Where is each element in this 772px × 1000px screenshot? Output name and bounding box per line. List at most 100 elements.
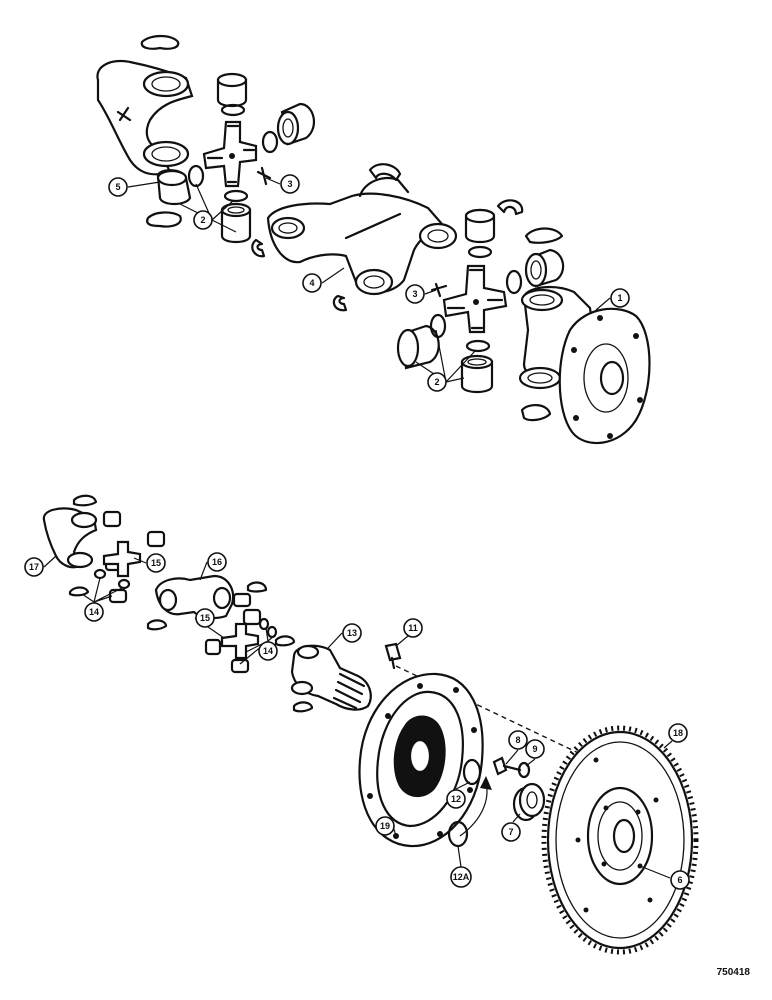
callout-12A: 12A xyxy=(450,866,472,888)
callout-14: 14 xyxy=(258,641,278,661)
bearing-cup xyxy=(524,248,565,288)
snap-ring xyxy=(520,404,552,422)
callout-circle xyxy=(207,552,227,572)
bolt-part-8 xyxy=(492,756,522,776)
snap-ring xyxy=(146,211,182,228)
callout-circle xyxy=(405,284,425,304)
callout-circle xyxy=(446,789,466,809)
washer-part-9 xyxy=(517,761,531,779)
callout-number: 2 xyxy=(200,215,205,225)
flange-yoke-part-1 xyxy=(518,286,651,445)
callout-number: 6 xyxy=(677,875,682,885)
bearing-cup xyxy=(230,658,250,674)
o-ring xyxy=(220,103,246,117)
callout-number: 12 xyxy=(451,794,461,804)
callout-number: 5 xyxy=(115,182,120,192)
snap-ring xyxy=(72,494,98,507)
grease-fitting xyxy=(430,282,448,298)
callout-15: 15 xyxy=(195,608,215,628)
cross-spider xyxy=(102,540,142,578)
callout-circle xyxy=(108,177,128,197)
callout-number: 11 xyxy=(408,623,418,633)
cross-spider xyxy=(442,264,508,334)
bearing-cup xyxy=(146,530,166,548)
o-ring xyxy=(93,568,107,580)
callout-circle xyxy=(427,372,447,392)
callout-13: 13 xyxy=(342,623,362,643)
callout-number: 7 xyxy=(508,827,513,837)
callout-number: 19 xyxy=(380,821,390,831)
bearing-cup xyxy=(242,608,262,626)
callout-circle xyxy=(24,557,44,577)
callout-6: 6 xyxy=(670,870,690,890)
snap-ring xyxy=(274,635,296,647)
bearing-cup xyxy=(216,72,248,108)
bolt-part-11 xyxy=(384,642,402,670)
bearing-cup xyxy=(204,638,222,656)
callout-4: 4 xyxy=(302,273,322,293)
callout-circle xyxy=(258,641,278,661)
callout-number: 16 xyxy=(212,557,222,567)
callout-number: 9 xyxy=(532,744,537,754)
yoke-part-17 xyxy=(42,507,98,569)
snap-ring xyxy=(146,619,168,631)
snap-ring xyxy=(332,294,348,312)
callout-number: 14 xyxy=(263,646,273,656)
callout-circle xyxy=(525,739,545,759)
washer-part-12 xyxy=(462,758,482,786)
o-ring xyxy=(505,269,523,295)
snap-ring xyxy=(251,238,266,258)
callout-circle xyxy=(610,288,630,308)
callout-number: 15 xyxy=(200,613,210,623)
flywheel-part-6 xyxy=(541,725,699,955)
callout-2: 2 xyxy=(427,372,447,392)
bearing-cup xyxy=(464,208,496,244)
bearing-cup xyxy=(396,324,440,370)
callout-9: 9 xyxy=(525,739,545,759)
shim-part-12A xyxy=(447,820,469,848)
callout-12: 12 xyxy=(446,789,466,809)
callout-number: 3 xyxy=(287,179,292,189)
o-ring xyxy=(187,164,205,188)
bearing-cup xyxy=(220,202,252,244)
leader-lines xyxy=(43,177,673,879)
snap-ring xyxy=(292,701,314,713)
o-ring xyxy=(266,625,278,639)
callout-number: 4 xyxy=(309,278,314,288)
callout-2: 2 xyxy=(193,210,213,230)
callout-number: 17 xyxy=(29,562,39,572)
callout-number: 8 xyxy=(515,735,520,745)
o-ring xyxy=(467,245,493,259)
bearing-cup xyxy=(276,102,316,146)
bearing-cup xyxy=(108,588,128,604)
grease-fitting xyxy=(256,166,272,186)
assembly-arrow xyxy=(459,776,492,837)
snap-ring xyxy=(68,586,90,597)
callout-3: 3 xyxy=(280,174,300,194)
callout-number: 12A xyxy=(453,872,470,882)
callout-11: 11 xyxy=(403,618,423,638)
figure-number: 750418 xyxy=(716,967,750,978)
callout-circle xyxy=(670,870,690,890)
o-ring xyxy=(261,130,279,154)
o-ring xyxy=(465,339,491,353)
callout-circle xyxy=(403,618,423,638)
snap-ring xyxy=(524,227,564,244)
callout-number: 13 xyxy=(347,628,357,638)
callout-1: 1 xyxy=(610,288,630,308)
callout-circle xyxy=(84,602,104,622)
callout-circle xyxy=(342,623,362,643)
pilot-bearing-part-7 xyxy=(512,782,546,822)
bearing-cup xyxy=(460,354,494,394)
callout-number: 1 xyxy=(617,293,622,303)
callout-number: 14 xyxy=(89,607,99,617)
slip-yoke-part-13 xyxy=(290,644,372,711)
callout-15: 15 xyxy=(146,553,166,573)
snap-ring xyxy=(496,199,524,216)
callout-circle xyxy=(508,730,528,750)
callout-number: 2 xyxy=(434,377,439,387)
callout-3: 3 xyxy=(405,284,425,304)
o-ring xyxy=(258,617,270,631)
